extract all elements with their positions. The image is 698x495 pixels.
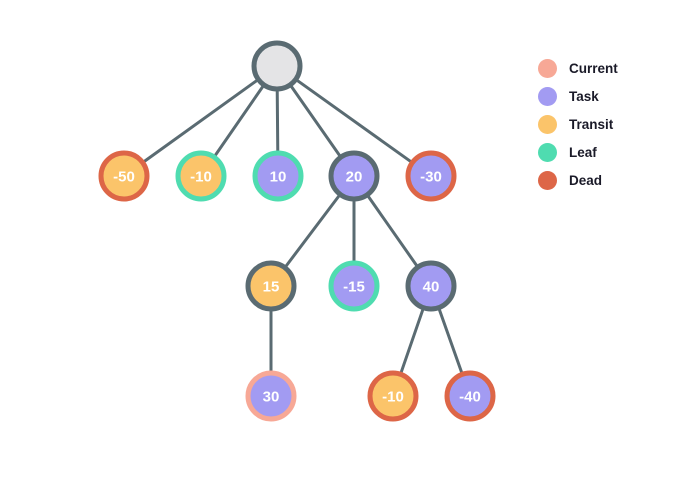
node-circle	[98, 150, 150, 202]
node-circle	[328, 150, 380, 202]
legend-swatch-current	[538, 58, 557, 78]
tree-edge	[213, 84, 265, 158]
tree-node[interactable]: -15	[328, 260, 380, 312]
legend-item-transit[interactable]: Transit	[538, 110, 688, 138]
legend-swatch-dead	[538, 170, 557, 190]
legend-swatch-leaf	[538, 142, 557, 162]
tree-node[interactable]: 30	[245, 370, 297, 422]
tree-edge	[295, 78, 413, 164]
legend-label-leaf: Leaf	[569, 144, 597, 160]
legend-item-task[interactable]: Task	[538, 82, 688, 110]
node-circle	[328, 260, 380, 312]
tree-node[interactable]: -30	[405, 150, 457, 202]
tree-node[interactable]: 40	[405, 260, 457, 312]
legend-item-leaf[interactable]: Leaf	[538, 138, 688, 166]
node-circle	[405, 260, 457, 312]
tree-edge	[366, 194, 419, 268]
node-circle	[367, 370, 419, 422]
node-circle	[405, 150, 457, 202]
legend-swatch-transit	[538, 114, 557, 134]
tree-node[interactable]: 15	[245, 260, 297, 312]
legend-label-current: Current	[569, 60, 618, 76]
tree-edge	[399, 307, 425, 375]
node-circle	[245, 260, 297, 312]
node-circle	[251, 40, 303, 92]
node-circle	[444, 370, 496, 422]
tree-node[interactable]: -50	[98, 150, 150, 202]
node-layer: -50 -10 10 20 -30 15 -15 40 30 -10 -40	[98, 40, 496, 422]
tree-node[interactable]: 10	[252, 150, 304, 202]
tree-edge	[275, 88, 280, 154]
legend-item-current[interactable]: Current	[538, 54, 688, 82]
legend-label-transit: Transit	[569, 116, 614, 132]
edge-layer	[141, 78, 464, 375]
tree-node[interactable]: -10	[367, 370, 419, 422]
legend-swatch-task	[538, 86, 557, 106]
tree-node[interactable]: 20	[328, 150, 380, 202]
legend-item-dead[interactable]: Dead	[538, 166, 688, 194]
tree-edge	[141, 78, 260, 164]
node-circle	[252, 150, 304, 202]
tree-node[interactable]: -40	[444, 370, 496, 422]
node-circle	[175, 150, 227, 202]
tree-node[interactable]	[251, 40, 303, 92]
tree-edge	[437, 307, 464, 375]
node-circle	[245, 370, 297, 422]
tree-edge	[289, 84, 342, 158]
tree-edge	[283, 193, 342, 269]
tree-node[interactable]: -10	[175, 150, 227, 202]
legend-label-dead: Dead	[569, 172, 603, 188]
legend-label-task: Task	[569, 88, 599, 104]
